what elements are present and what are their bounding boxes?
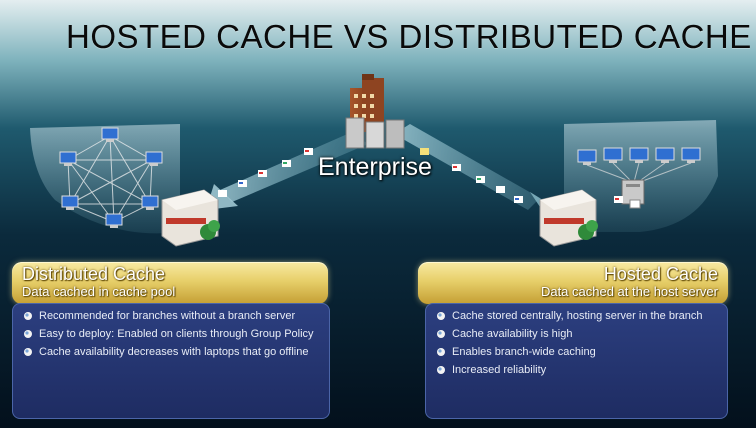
- list-item: Increased reliability: [436, 364, 719, 377]
- desktop-computer-icon: [59, 127, 163, 228]
- hosted-cache-panel: Cache stored centrally, hosting server i…: [425, 303, 728, 419]
- bullet-text: Increased reliability: [452, 364, 547, 376]
- bullet-text: Recommended for branches without a branc…: [39, 310, 296, 322]
- bullet-text: Cache availability is high: [452, 328, 573, 340]
- list-item: Cache availability is high: [436, 328, 719, 341]
- bullet-text: Enables branch-wide caching: [452, 346, 596, 358]
- branch-office-icon: [161, 189, 220, 247]
- hosted-cache-title: Hosted Cache: [603, 264, 718, 284]
- server-icon: [345, 117, 405, 149]
- hosted-bullet-list: Cache stored centrally, hosting server i…: [426, 304, 727, 377]
- list-item: Easy to deploy: Enabled on clients throu…: [23, 328, 321, 341]
- bullet-icon: [437, 366, 445, 374]
- slide-title: HOSTED CACHE VS DISTRIBUTED CACHE: [66, 18, 752, 55]
- hosted-cache-subtitle: Data cached at the host server: [540, 284, 718, 299]
- bullet-icon: [24, 330, 32, 338]
- list-item: Recommended for branches without a branc…: [23, 310, 321, 323]
- host-links: [586, 162, 692, 183]
- bullet-text: Cache availability decreases with laptop…: [39, 346, 309, 358]
- enterprise-label: Enterprise: [318, 153, 432, 181]
- desktop-computer-icon: [577, 147, 701, 165]
- branch-office-icon: [539, 189, 598, 247]
- document-icon: [218, 148, 523, 203]
- bullet-icon: [437, 312, 445, 320]
- list-item: Enables branch-wide caching: [436, 346, 719, 359]
- bullet-text: Easy to deploy: Enabled on clients throu…: [39, 328, 314, 340]
- bullet-icon: [24, 312, 32, 320]
- bullet-text: Cache stored centrally, hosting server i…: [452, 310, 703, 322]
- server-icon: [614, 179, 645, 209]
- distributed-bullet-list: Recommended for branches without a branc…: [13, 304, 329, 359]
- bullet-icon: [437, 348, 445, 356]
- bullet-icon: [24, 348, 32, 356]
- hosted-zone: [564, 120, 718, 232]
- distributed-cache-title: Distributed Cache: [22, 264, 166, 284]
- distributed-cache-header: Distributed Cache Data cached in cache p…: [12, 262, 328, 304]
- peer-mesh: [67, 135, 153, 223]
- bullet-icon: [437, 330, 445, 338]
- distributed-zone: [30, 124, 180, 234]
- list-item: Cache availability decreases with laptop…: [23, 346, 321, 359]
- distributed-cache-subtitle: Data cached in cache pool: [22, 284, 176, 299]
- hosted-cache-header: Hosted Cache Data cached at the host ser…: [418, 262, 728, 304]
- distributed-cache-panel: Recommended for branches without a branc…: [12, 303, 330, 419]
- link-beam-left: [220, 132, 368, 202]
- list-item: Cache stored centrally, hosting server i…: [436, 310, 719, 323]
